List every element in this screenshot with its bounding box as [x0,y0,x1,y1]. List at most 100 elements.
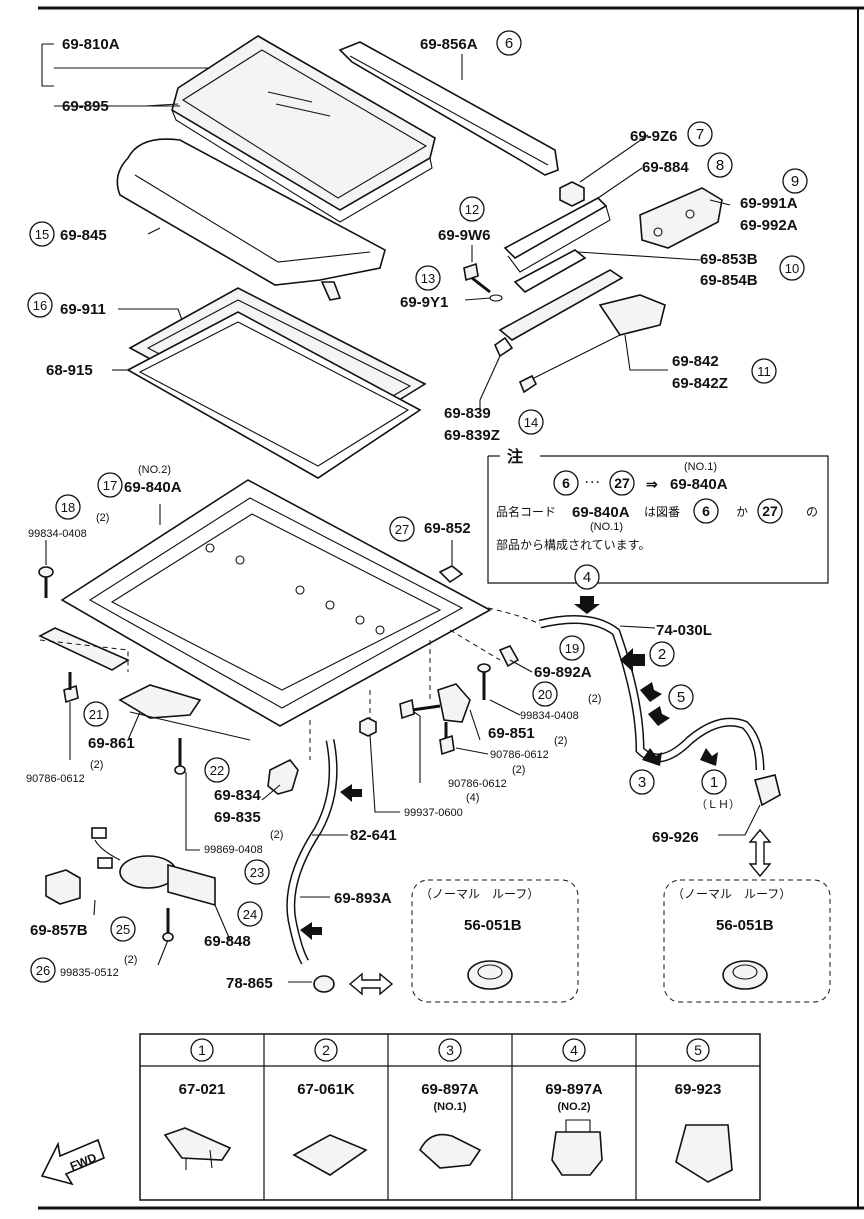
label-69-839: 69-839 [444,405,491,422]
table-header-circle [438,1038,462,1062]
table-header-circle [686,1038,710,1062]
part-67-021-drawing [163,1127,232,1170]
nut-drawing [559,181,585,207]
normal-roof-box-left [411,879,579,1003]
callout-number: 7 [696,126,704,143]
callout-number: 27 [395,522,409,537]
label-82-641: 82-641 [350,827,397,844]
callout-number: 22 [210,763,224,778]
callout-24: 24 [237,901,263,927]
note-no1-top: (NO.1) [684,461,717,473]
label-69-926: 69-926 [652,829,699,846]
callout-number: 4 [583,569,591,586]
callout-circle [574,564,600,590]
callout-layer: 1234567891011121314151617181920212223242… [27,30,808,983]
callout-27: 27 [389,516,415,542]
label-99834-0408-b: 99834-0408 [520,710,579,722]
label-no2: (NO.2) [138,464,171,476]
label-69-856A: 69-856A [420,36,478,53]
table-cells: 167-021267-061K369-897A(NO.1)469-897A(NO… [179,1038,721,1113]
label-qty-0512: (2) [124,954,137,966]
callout-10: 10 [779,255,805,281]
callout-number: 19 [565,641,579,656]
label-qty-0612a: (2) [90,759,103,771]
table-part-number: 67-021 [179,1081,226,1098]
label-69-854B: 69-854B [700,272,758,289]
table-part-sub: (NO.1) [434,1101,467,1113]
table-header-circle [314,1038,338,1062]
callout-circle [707,152,733,178]
glass-lid-drawing [171,35,436,223]
label-99869-0408: 99869-0408 [204,844,263,856]
note-circle-6b [693,498,719,524]
table-column-4: 469-897A(NO.2) [545,1038,603,1113]
callout-number: 13 [421,271,435,286]
grommet-drawing [267,758,299,795]
callout-circle [701,769,727,795]
callout-circle [29,221,55,247]
label-69-9W6: 69-9W6 [438,227,491,244]
double-arrow-left [348,972,394,996]
note-circle-27b-text: 27 [762,503,778,519]
callout-26: 26 [30,957,56,983]
callout-circle [629,769,655,795]
label-69-893A: 69-893A [334,890,392,907]
callout-11: 11 [751,358,777,384]
table-part-number: 69-897A [545,1081,603,1098]
callout-number: 1 [710,774,718,791]
label-69-992A: 69-992A [740,217,798,234]
leader-lines [41,43,761,983]
table-header-number: 3 [446,1042,454,1058]
part-69-897A-no2-drawing [551,1119,603,1176]
callout-19: 19 [559,635,585,661]
label-99937-0600: 99937-0600 [404,807,463,819]
callout-circle [751,358,777,384]
label-69-853B: 69-853B [700,251,758,268]
label-74-030L: 74-030L [656,622,712,639]
note-dots: ･･･ [584,477,601,489]
frame-drawing [38,479,492,727]
note-circle-6 [553,470,579,496]
motor-drawing [91,827,216,907]
table-column-1: 167-021 [179,1038,226,1098]
callout-8: 8 [707,152,733,178]
cable-drawing [518,294,666,394]
table-column-3: 369-897A(NO.1) [421,1038,479,1113]
callout-circle [459,196,485,222]
label-78-865: 78-865 [226,975,273,992]
callout-17: 17 [97,472,123,498]
part-labels: 69-810A 69-895 69-856A 69-9Z6 69-884 69-… [26,36,798,992]
label-qty-0612b: (2) [554,735,567,747]
callout-circle [518,409,544,435]
label-69-851: 69-851 [488,725,535,742]
callout-circle [782,168,808,194]
double-arrow-right [748,828,772,878]
relay-drawing [45,869,81,905]
callout-number: 26 [36,963,50,978]
fwd-indicator: FWD [40,1138,105,1186]
label-69-852: 69-852 [424,520,471,537]
note-line2c: は図番 [644,505,680,519]
callout-number: 8 [716,157,724,174]
clip-851-drawing [399,644,520,756]
callout-circle [668,684,694,710]
bolt-18-drawing [38,566,54,598]
label-qty-0869: (2) [270,829,283,841]
note-circle-6-text: 6 [562,475,570,491]
callout-circle [55,494,81,520]
label-69-911: 69-911 [60,301,106,318]
note-line2b: 69-840A [572,504,630,521]
label-69-842: 69-842 [672,353,719,370]
table-part-sub: (NO.2) [558,1101,591,1113]
label-qty-20: (2) [588,693,601,705]
callout-25: 25 [110,916,136,942]
flow-arrows [300,596,718,940]
label-qty-0600: (4) [466,792,479,804]
callout-23: 23 [244,859,270,885]
note-line3: 部品から構成されています。 [496,537,650,552]
part-69-923-drawing [675,1124,733,1183]
label-68-915: 68-915 [46,362,93,379]
callout-number: 12 [465,202,479,217]
callout-6: 6 [496,30,522,56]
label-69-834: 69-834 [214,787,261,804]
